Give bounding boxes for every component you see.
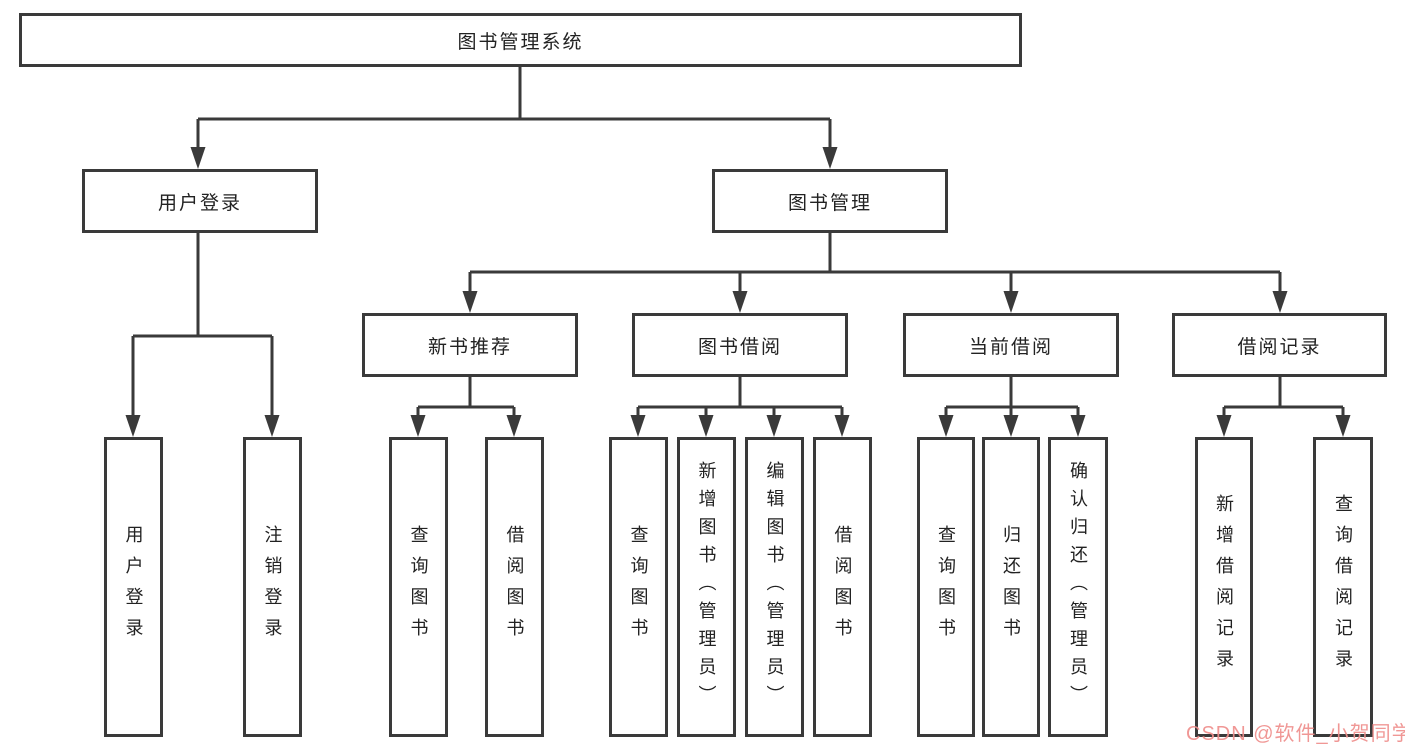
leaf-borrow-add-book-admin: 新增图书（管理员） [677, 437, 736, 737]
arrowhead [410, 415, 426, 437]
leaf-current-return-book: 归还图书 [982, 437, 1040, 737]
arrowhead [766, 415, 782, 437]
arrowhead [1335, 415, 1351, 437]
leaf-current-query-book: 查询图书 [917, 437, 975, 737]
node-borrow-record-label: 借阅记录 [1237, 336, 1322, 358]
leaf-record-query-record: 查询借阅记录 [1313, 437, 1373, 737]
arrowhead [125, 415, 141, 437]
node-user-login-label: 用户登录 [157, 192, 242, 214]
node-root-label: 图书管理系统 [457, 31, 584, 53]
arrowhead [462, 291, 478, 313]
node-root: 图书管理系统 [19, 13, 1022, 67]
leaf-borrow-borrow-book: 借阅图书 [813, 437, 872, 737]
node-book-management: 图书管理 [712, 169, 948, 233]
arrowhead [1216, 415, 1232, 437]
leaf-label: 查询图书 [408, 525, 429, 649]
leaf-logout: 注销登录 [243, 437, 302, 737]
leaf-label: 确认归还（管理员） [1068, 461, 1088, 713]
leaf-label: 编辑图书（管理员） [764, 461, 785, 713]
leaf-label: 查询借阅记录 [1333, 494, 1353, 680]
leaf-label: 借阅图书 [504, 525, 525, 649]
leaf-borrow-edit-book-admin: 编辑图书（管理员） [745, 437, 804, 737]
node-new-book-recommend-label: 新书推荐 [427, 336, 512, 358]
connector-stems [133, 67, 1343, 409]
arrowhead [698, 415, 714, 437]
node-user-login: 用户登录 [82, 169, 318, 233]
leaf-label: 用户登录 [123, 525, 144, 649]
leaf-label: 借阅图书 [832, 525, 853, 649]
leaf-label: 查询图书 [936, 525, 956, 649]
leaf-label: 查询图书 [628, 525, 649, 649]
leaf-current-confirm-return-admin: 确认归还（管理员） [1048, 437, 1108, 737]
leaf-borrow-query-book: 查询图书 [609, 437, 668, 737]
arrowhead [190, 147, 206, 169]
leaf-label: 归还图书 [1001, 525, 1021, 649]
leaf-user-login: 用户登录 [104, 437, 163, 737]
watermark: CSDN @软件_小贺同学 [1186, 723, 1405, 745]
arrowhead [1003, 415, 1019, 437]
arrowhead [1070, 415, 1086, 437]
arrowhead [834, 415, 850, 437]
arrowhead [506, 415, 522, 437]
leaf-recommend-query-book: 查询图书 [389, 437, 448, 737]
leaf-record-add-record: 新增借阅记录 [1195, 437, 1253, 737]
node-current-borrow: 当前借阅 [903, 313, 1119, 377]
leaf-recommend-borrow-book: 借阅图书 [485, 437, 544, 737]
leaf-label: 新增图书（管理员） [696, 461, 717, 713]
arrowhead [630, 415, 646, 437]
connector-arrow-shafts [131, 119, 1345, 420]
arrowhead [822, 147, 838, 169]
arrowhead [732, 291, 748, 313]
node-book-borrow: 图书借阅 [632, 313, 848, 377]
node-book-borrow-label: 图书借阅 [697, 336, 782, 358]
arrowhead [938, 415, 954, 437]
leaf-label: 注销登录 [262, 525, 283, 649]
node-borrow-record: 借阅记录 [1172, 313, 1387, 377]
arrowhead [1003, 291, 1019, 313]
node-new-book-recommend: 新书推荐 [362, 313, 578, 377]
node-current-borrow-label: 当前借阅 [968, 336, 1053, 358]
arrowhead [264, 415, 280, 437]
node-book-management-label: 图书管理 [787, 192, 872, 214]
leaf-label: 新增借阅记录 [1214, 494, 1234, 680]
arrowhead [1272, 291, 1288, 313]
